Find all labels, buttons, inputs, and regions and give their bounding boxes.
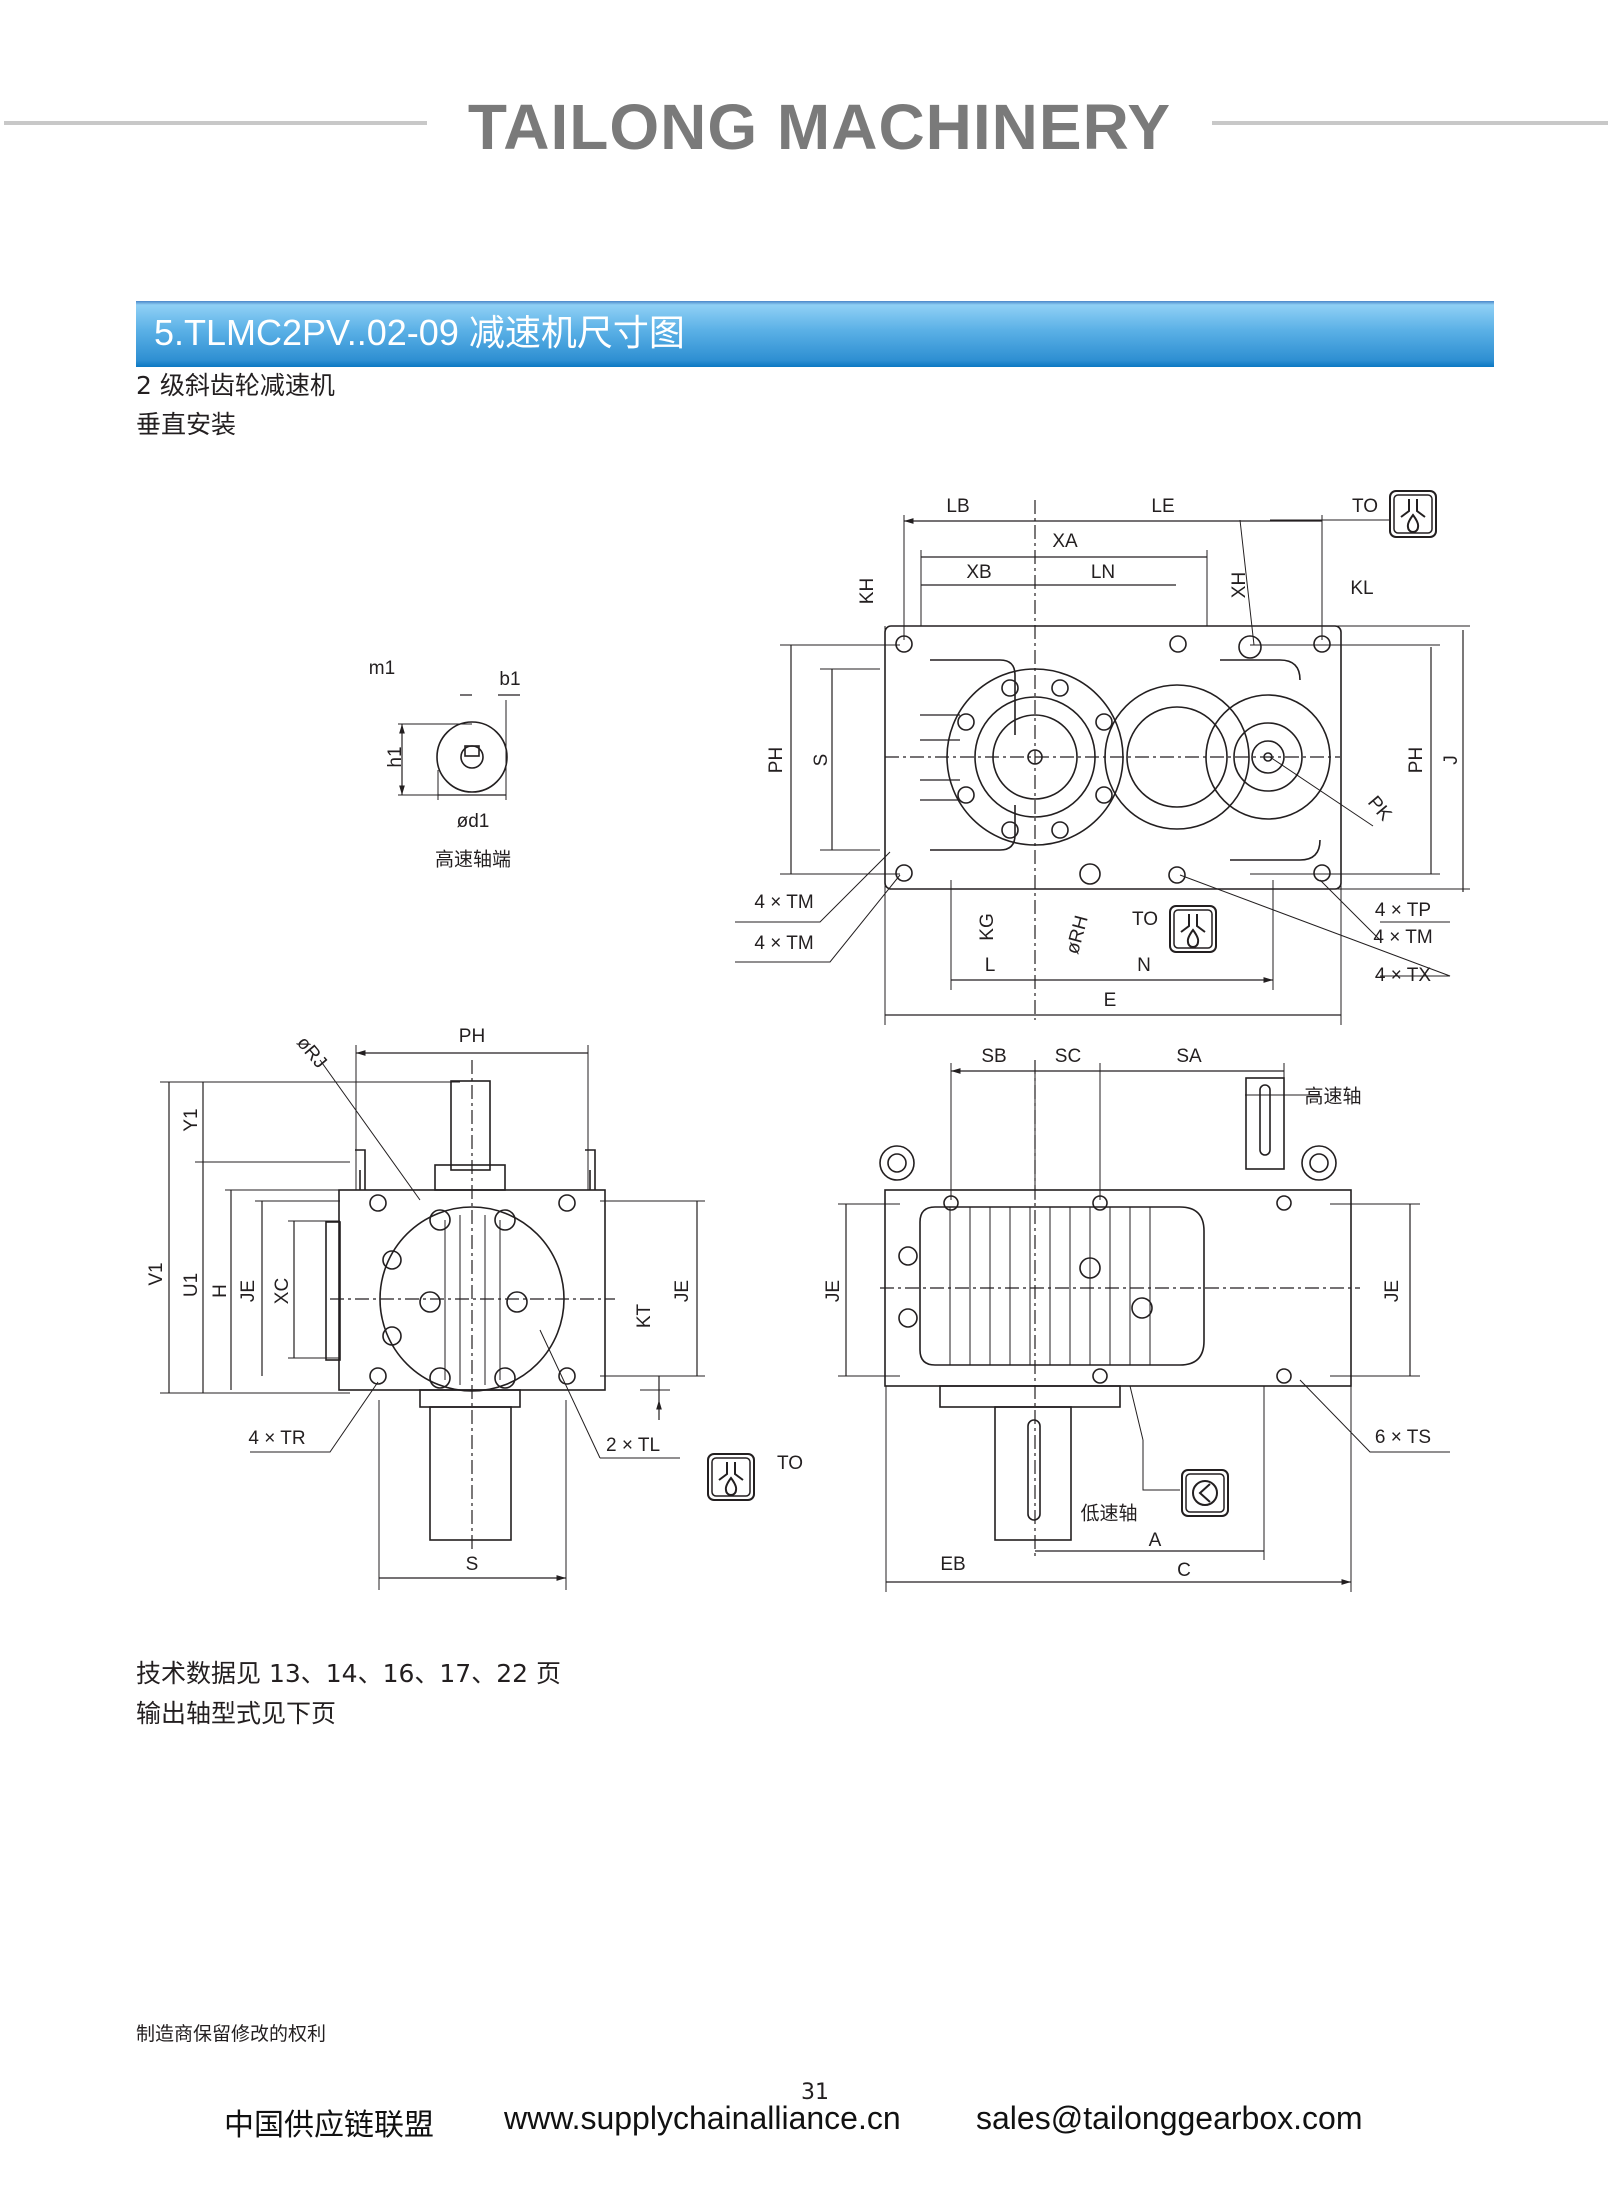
dim-S: S [811,753,832,767]
dim-PH-right: PH [1406,746,1427,774]
dim-KL: KL [1350,578,1374,599]
dim-U1: U1 [181,1272,202,1298]
dim-SA: SA [1176,1046,1202,1067]
note-output-shaft: 输出轴型式见下页 [136,1699,337,1728]
dim-Y1: Y1 [181,1108,202,1132]
label-4xTM: 4 × TM [754,933,814,954]
dim-XB: XB [966,562,992,583]
header-rule-left [4,121,427,125]
dim-J: J [1441,755,1462,765]
dim-XA: XA [1052,531,1078,552]
dim-V1: V1 [146,1262,167,1286]
dim-XC: XC [272,1277,293,1305]
dim-L: L [984,955,996,976]
subtitle-mounting: 垂直安装 [136,410,237,439]
note-tech-data: 技术数据见 13、14、16、17、22 页 [136,1659,561,1688]
subtitle-type: 2 级斜齿轮减速机 [136,371,335,400]
page-number: 31 [801,2080,829,2105]
oil-drain-icon [707,1453,755,1501]
footer-org: 中国供应链联盟 [224,2108,434,2143]
dim-PH: PH [766,746,787,774]
dim-JE-right: JE [672,1279,693,1303]
dim-KG: KG [977,913,998,941]
section-banner: 5.TLMC2PV..02-09 减速机尺寸图 [136,301,1494,367]
label-TO: TO [776,1453,804,1474]
label-TO: TO [1351,496,1379,517]
top-view-drawing [735,500,1470,1025]
header-rule-right [1212,121,1608,125]
dim-E: E [1103,990,1117,1011]
dim-SB: SB [981,1046,1007,1067]
label-2xTL: 2 × TL [605,1435,661,1456]
side-view-drawing [160,1045,705,1590]
dim-KH: KH [857,577,878,605]
dim-A: A [1148,1530,1162,1551]
dim-JE: JE [238,1279,259,1303]
dim-S: S [465,1554,479,1575]
dim-b1: b1 [499,669,521,690]
label-4xTM: 4 × TM [1373,927,1433,948]
dim-LN: LN [1090,562,1116,583]
dim-PH: PH [458,1026,486,1047]
dim-JE-right: JE [1382,1279,1403,1303]
oil-drain-icon [1389,490,1437,538]
disclaimer: 制造商保留修改的权利 [136,2023,327,2045]
dim-d1: ød1 [456,811,490,832]
label-TO: TO [1131,909,1159,930]
label-4xTM: 4 × TM [754,892,814,913]
dim-SC: SC [1054,1046,1082,1067]
dim-LE: LE [1151,496,1175,517]
section-title: 5.TLMC2PV..02-09 减速机尺寸图 [154,312,685,353]
label-low-speed-shaft: 低速轴 [1080,1503,1138,1525]
label-6xTS: 6 × TS [1374,1427,1432,1448]
footer-email[interactable]: sales@tailonggearbox.com [976,2100,1363,2136]
label-4xTR: 4 × TR [248,1428,306,1449]
dim-EB: EB [940,1554,966,1575]
front-view-drawing [838,1060,1450,1592]
dim-m1: m1 [368,658,396,679]
dim-C: C [1177,1560,1191,1581]
brand-title: TAILONG MACHINERY [467,91,1172,163]
label-high-speed-shaft: 高速轴 [1304,1086,1362,1108]
label-4xTX: 4 × TX [1374,965,1432,986]
dim-H: H [210,1284,231,1298]
oil-drain-icon [1169,905,1217,953]
label-4xTP: 4 × TP [1374,900,1432,921]
oil-level-icon [1181,1469,1229,1517]
footer-website[interactable]: www.supplychainalliance.cn [504,2100,901,2136]
dim-N: N [1137,955,1151,976]
dim-JE-left: JE [823,1279,844,1303]
dim-LB: LB [946,496,970,517]
shaft-end-drawing [398,694,520,800]
dim-XH: XH [1229,571,1250,599]
shaft-end-caption: 高速轴端 [434,849,512,871]
dim-h1: h1 [385,746,406,768]
dim-KT: KT [634,1303,655,1329]
